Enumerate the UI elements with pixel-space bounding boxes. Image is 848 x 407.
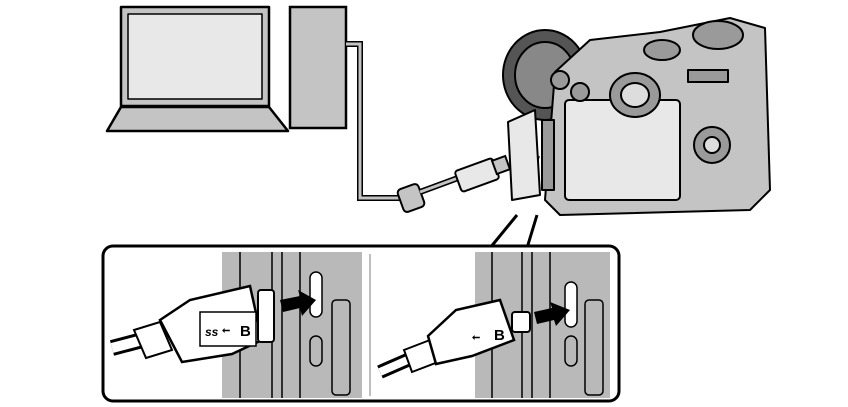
plug-type-letter: B xyxy=(494,327,505,344)
usb-cable xyxy=(346,41,540,213)
left-panel-usb3: ss ⭠ B xyxy=(109,252,362,398)
desktop-tower-icon xyxy=(288,5,348,130)
camera-icon xyxy=(502,17,771,216)
insert-arrow-icon xyxy=(534,302,570,326)
usb-trident-icon: ⭠ xyxy=(222,325,230,336)
right-panel-usb2: ⭠ B xyxy=(377,252,610,398)
plug-type-letter: B xyxy=(240,323,251,340)
ss-mark: ss xyxy=(205,325,219,339)
laptop-icon xyxy=(105,5,290,133)
insert-arrow-icon xyxy=(280,290,316,316)
callout-pointer xyxy=(488,214,539,249)
usb-trident-icon: ⭠ xyxy=(472,332,480,343)
